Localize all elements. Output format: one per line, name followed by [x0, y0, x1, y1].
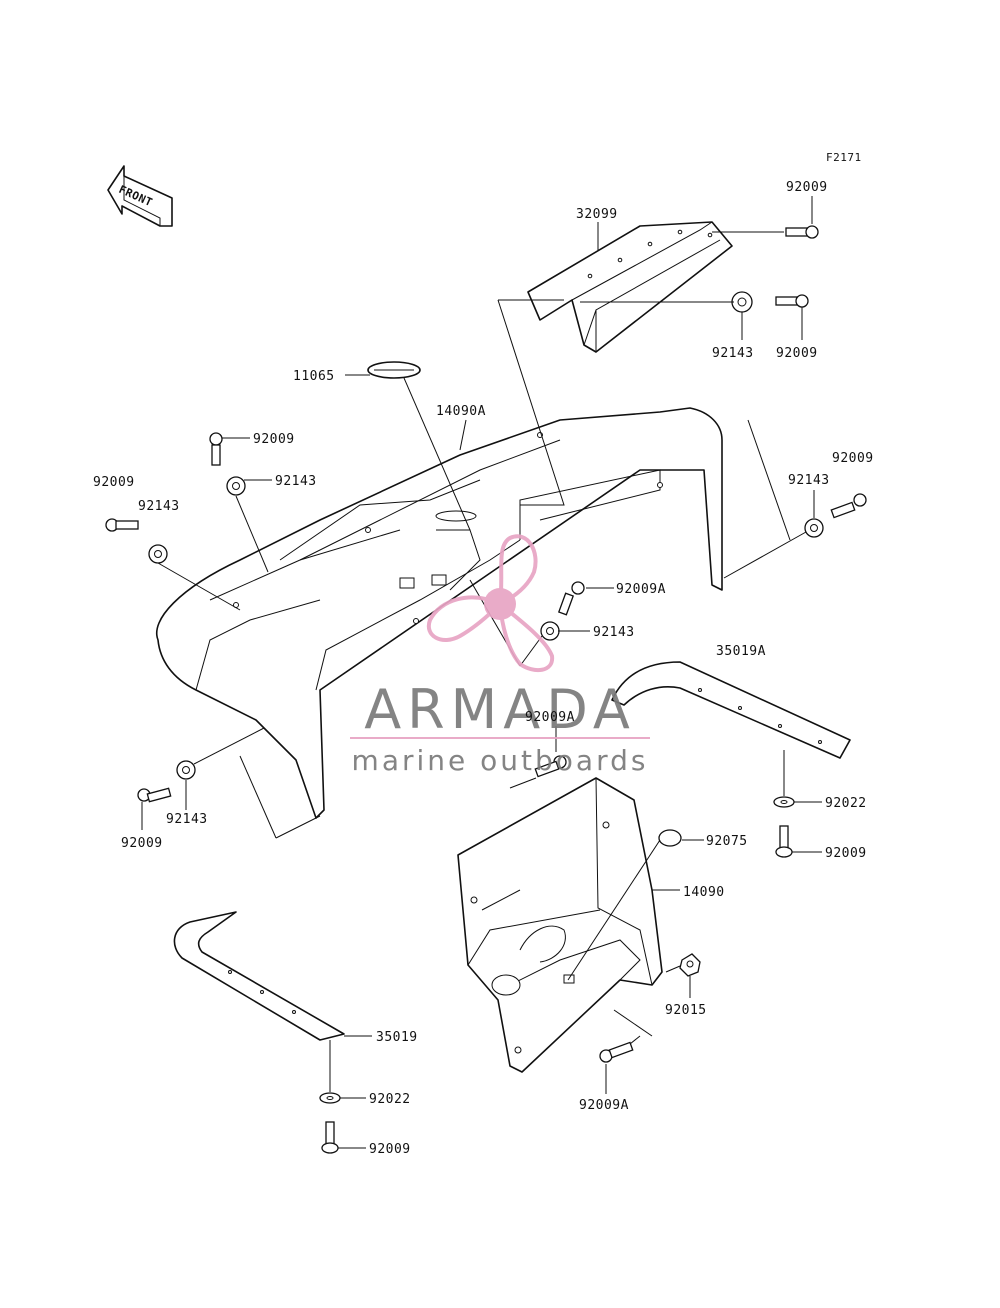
part-labels: 92009 32099 92143 92009 11065 14090A 920… [93, 180, 874, 1157]
part-14090-panel [457, 777, 663, 1073]
label-92022: 92022 [369, 1092, 411, 1107]
collar-icon [176, 760, 196, 780]
collar-icon [540, 621, 560, 641]
bolt-icon [830, 493, 867, 519]
front-arrow-icon: FRONT [107, 165, 173, 227]
label-92143: 92143 [788, 473, 830, 488]
part-32099-cover [527, 221, 733, 353]
bolt-icon [599, 1041, 634, 1063]
bolt-icon [785, 225, 819, 239]
label-92009: 92009 [369, 1142, 411, 1157]
label-92143: 92143 [712, 346, 754, 361]
label-14090: 14090 [683, 885, 725, 900]
label-92143: 92143 [275, 474, 317, 489]
label-11065: 11065 [293, 369, 335, 384]
watermark: ARMADA marine outboards [350, 534, 650, 777]
label-35019A: 35019A [716, 644, 766, 659]
label-32099: 32099 [576, 207, 618, 222]
label-92009: 92009 [832, 451, 874, 466]
leader-lines [141, 196, 822, 1149]
bolt-icon [209, 432, 223, 466]
label-92143: 92143 [138, 499, 180, 514]
bolt-icon [775, 825, 793, 858]
label-92009: 92009 [776, 346, 818, 361]
collar-icon [804, 518, 824, 538]
label-92143: 92143 [593, 625, 635, 640]
label-92009: 92009 [121, 836, 163, 851]
part-35019-strip [173, 911, 345, 1041]
washer-icon [773, 796, 795, 808]
cap-icon [658, 829, 682, 847]
label-92009A: 92009A [525, 710, 575, 725]
part-35019A-strip [611, 661, 851, 759]
label-92143: 92143 [166, 812, 208, 827]
bolt-icon [105, 518, 139, 532]
nut-icon [679, 953, 701, 977]
label-92009: 92009 [786, 180, 828, 195]
bolt-icon [137, 787, 172, 803]
watermark-brand: ARMADA [364, 678, 636, 741]
collar-icon [148, 544, 168, 564]
label-92015: 92015 [665, 1003, 707, 1018]
collar-icon [226, 476, 246, 496]
label-92022: 92022 [825, 796, 867, 811]
label-92075: 92075 [706, 834, 748, 849]
hardware [105, 225, 867, 1154]
part-11065-pad [367, 361, 421, 379]
label-92009A: 92009A [616, 582, 666, 597]
label-92009: 92009 [253, 432, 295, 447]
watermark-tagline: marine outboards [352, 744, 649, 777]
label-92009: 92009 [825, 846, 867, 861]
label-92009A: 92009A [579, 1098, 629, 1113]
bolt-icon [775, 294, 809, 308]
bolt-icon [321, 1121, 339, 1154]
figure-code: F2171 [826, 151, 862, 164]
bolt-icon [534, 755, 567, 778]
watermark-rule [350, 737, 650, 739]
washer-icon [319, 1092, 341, 1104]
label-14090A: 14090A [436, 404, 486, 419]
label-92009: 92009 [93, 475, 135, 490]
label-35019: 35019 [376, 1030, 418, 1045]
collar-icon [731, 291, 753, 313]
propeller-logo [426, 534, 555, 673]
bolt-icon [557, 581, 585, 616]
